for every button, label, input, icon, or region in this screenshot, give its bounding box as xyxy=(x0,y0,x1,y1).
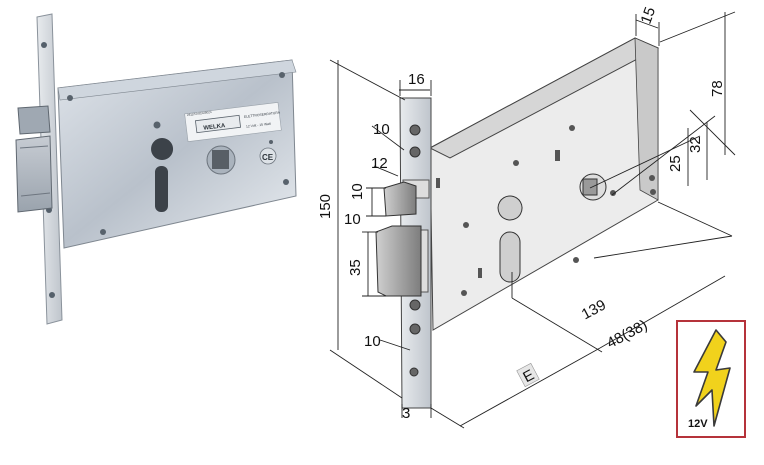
dim-backset: 48(38) xyxy=(604,317,650,352)
brand-plate: WELKA xyxy=(203,123,226,132)
dim-faceplate-width: 16 xyxy=(408,71,425,88)
lightning-bolt-icon xyxy=(693,329,731,427)
voltage-label: 12V xyxy=(688,418,708,430)
dim-latch-offset: 12 xyxy=(371,155,388,172)
dim-handle-to-cylinder: 25 xyxy=(667,155,684,172)
label-main: ELETTROSERRATURA xyxy=(244,110,281,118)
dim-body-length: 139 xyxy=(579,297,609,324)
dim-latch-height: 10 xyxy=(349,183,366,200)
dim-height-upper: 78 xyxy=(709,80,726,97)
technical-drawing: 16 15 78 150 10 12 10 10 35 10 3 25 32 1… xyxy=(317,5,736,429)
dim-handle-to-top: 32 xyxy=(687,136,704,153)
label-rating: 12 Volt - 15 Watt xyxy=(246,122,271,129)
dim-body-depth: 15 xyxy=(637,5,659,26)
dim-gap-a: 10 xyxy=(373,121,390,138)
dim-faceplate-thickness: 3 xyxy=(402,405,410,422)
label-codes: 2811/50 81028024 xyxy=(187,110,212,117)
voltage-badge: 12V xyxy=(676,320,746,438)
dim-deadbolt-height: 35 xyxy=(347,259,364,276)
lock-photo: WELKA ELETTROSERRATURA 12 Volt - 15 Watt… xyxy=(15,13,297,325)
dim-gap-b: 10 xyxy=(344,211,361,228)
ce-mark: CE xyxy=(262,153,274,162)
dim-bottom-offset: 10 xyxy=(364,333,381,350)
dim-total-height: 150 xyxy=(317,194,334,219)
